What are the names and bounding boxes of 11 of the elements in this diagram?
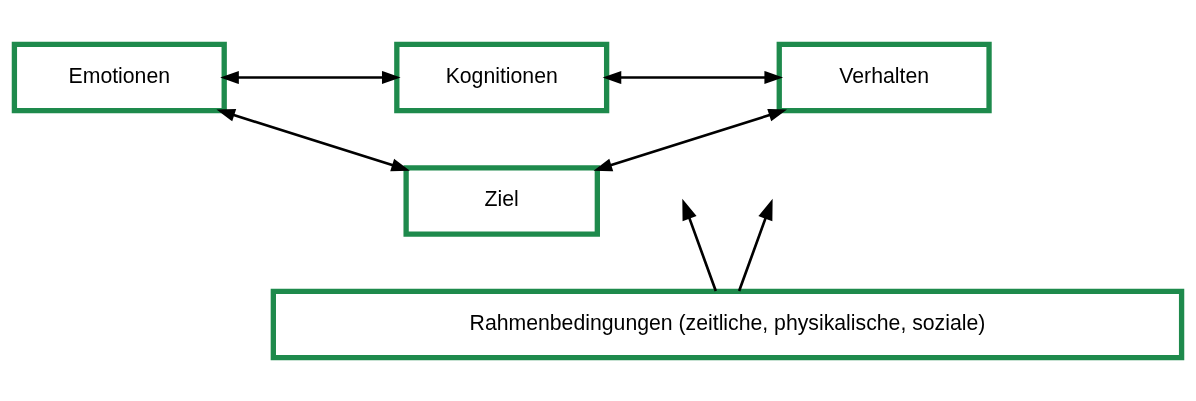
arrow [602,70,784,84]
arrow [737,198,773,291]
node-box: Rahmenbedingungen (zeitliche, physikalische, soziale) [270,288,1185,360]
node-box: Verhalten [776,41,992,113]
node-box: Ziel [403,164,600,237]
node-box: Emotionen [11,41,227,113]
arrow [220,70,401,84]
arrow [593,108,787,171]
node-box: Kognitionen [394,41,610,113]
arrow [682,198,718,291]
arrow [216,108,410,171]
